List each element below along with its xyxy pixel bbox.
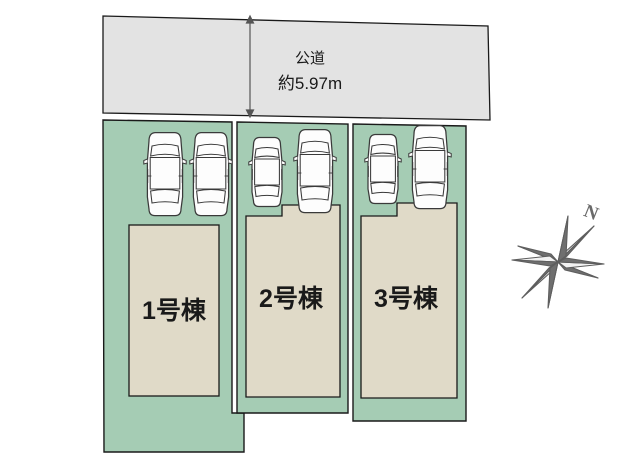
lot-2-car-left — [248, 136, 286, 208]
road-width-dimension-arrow — [245, 14, 255, 119]
lot-3-car-left — [364, 133, 402, 205]
lot-3-building-footprint — [360, 202, 458, 399]
road-width-label: 約5.97m — [278, 74, 342, 93]
compass-north-letter: N — [581, 201, 602, 226]
lot-3-car-right — [408, 124, 452, 210]
public-road-area — [102, 15, 491, 121]
lot-1-building-label: 1号棟 — [142, 297, 207, 325]
lot-1-car-left — [143, 131, 187, 217]
lot-2-building-label: 2号棟 — [259, 285, 324, 313]
road-name-label: 公道 — [295, 50, 325, 67]
lot-2-car-right — [293, 128, 337, 214]
lot-1-group[interactable]: 1号棟 — [102, 119, 245, 453]
lot-1-car-right — [189, 131, 233, 217]
lot-1-building-footprint — [128, 224, 220, 397]
lot-2-building-footprint — [245, 204, 341, 398]
lot-2-group[interactable]: 2号棟 — [236, 121, 349, 414]
compass-rose-icon: N — [511, 201, 605, 309]
lot-3-group[interactable]: 3号棟 — [352, 123, 467, 422]
road-polygon — [102, 15, 491, 121]
lot-3-building-label: 3号棟 — [374, 285, 439, 313]
